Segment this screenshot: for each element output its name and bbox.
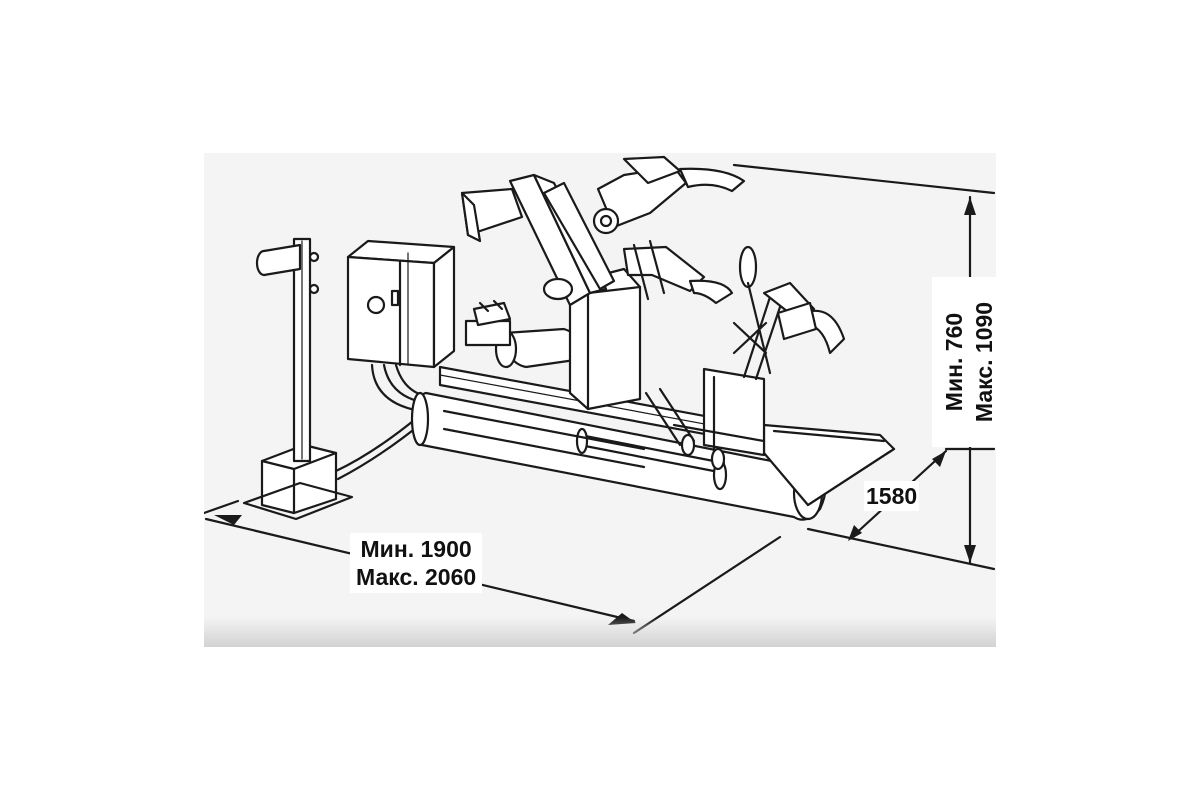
- chassis: [410, 365, 896, 521]
- length-max: Макс. 2060: [356, 564, 477, 590]
- machine-line-art: [204, 155, 996, 635]
- height-max: Макс. 1090: [971, 301, 996, 423]
- length-min: Мин. 1900: [360, 536, 472, 562]
- dimension-lines: [204, 163, 996, 635]
- height-dimension-label: Мин. 760 Макс. 1090: [932, 277, 996, 447]
- tire-changer-drawing: Мин. 1900 Макс. 2060 1580 Мин. 760 Макс.…: [204, 153, 996, 647]
- floor-shadow: [204, 617, 996, 647]
- tool-arm: [702, 245, 846, 457]
- electrical-cabinet: [346, 239, 456, 413]
- carriage: [460, 173, 642, 411]
- width-dimension-label: 1580: [864, 481, 920, 511]
- cross-members: [644, 387, 766, 471]
- motor-unit: [464, 299, 584, 369]
- height-min: Мин. 760: [941, 312, 967, 412]
- mounting-head: [592, 155, 746, 305]
- length-dimension-label: Мин. 1900 Макс. 2060: [350, 533, 483, 593]
- width-value: 1580: [866, 483, 918, 509]
